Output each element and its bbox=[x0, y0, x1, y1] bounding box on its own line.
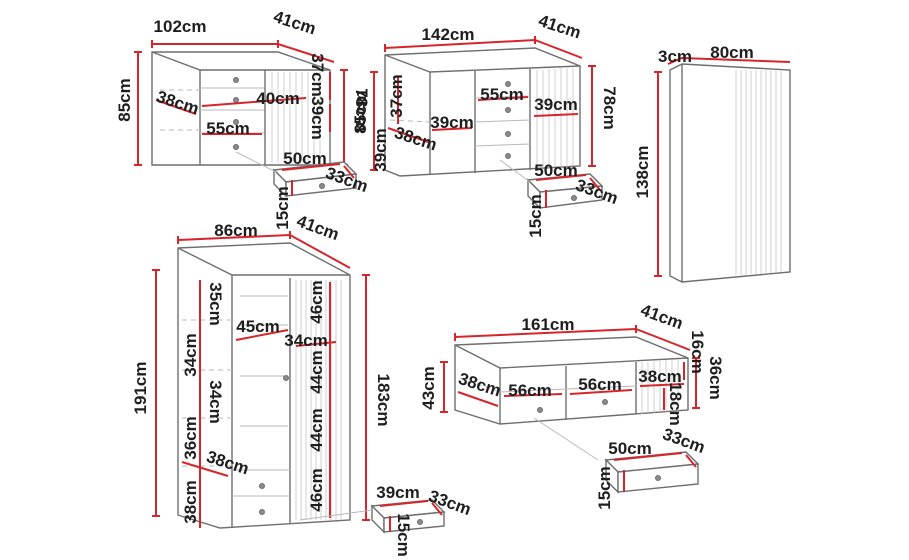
drawer-knob bbox=[505, 153, 511, 159]
cabinet-102-drawer-width-label: 55cm bbox=[206, 119, 249, 138]
drawer-knob bbox=[505, 81, 511, 87]
wardrobe-drawer-height: 15cm bbox=[394, 513, 413, 556]
drawer-knob bbox=[233, 97, 239, 103]
panel-ribs bbox=[735, 70, 782, 275]
cabinet-142-upper-height-label: 37cm bbox=[387, 74, 406, 117]
tv-stand-drawer-width: 50cm bbox=[608, 439, 651, 458]
tv-stand-height-label: 43cm bbox=[419, 366, 438, 409]
cabinet-142-drawer-height: 15cm bbox=[526, 194, 545, 237]
wardrobe-shelf-1-label: 35cm bbox=[206, 282, 225, 325]
wardrobe-shelf-3-label: 34cm bbox=[206, 380, 225, 423]
tv-stand-drawer-1-width-label: 56cm bbox=[508, 381, 551, 400]
drawer-knob bbox=[233, 144, 239, 150]
drawer-leader-line bbox=[299, 509, 373, 521]
cabinet-102-upper-height-label: 37cm bbox=[308, 53, 327, 96]
tv-stand-161cm: 161cm 41cm 43cm 36cm 16cm 38cm 56cm 56cm… bbox=[419, 300, 725, 509]
wardrobe-total-height-label: 191cm bbox=[131, 362, 150, 415]
cabinet-102-inner-height-label: 78cm bbox=[352, 88, 371, 131]
cabinet-142-inner-height-label: 78cm bbox=[600, 86, 619, 129]
drawer-knob bbox=[537, 407, 543, 413]
cabinet-142-height-label: 85cm bbox=[351, 90, 370, 133]
cabinet-102-ribbed-door bbox=[271, 72, 321, 163]
wardrobe-right-4-label: 46cm bbox=[307, 468, 326, 511]
wardrobe-bottom-label: 38cm bbox=[181, 480, 200, 523]
cabinet-142-middle-width-label: 39cm bbox=[430, 113, 473, 132]
tv-stand-drawer-height: 15cm bbox=[595, 466, 614, 509]
drawer-knob bbox=[259, 483, 265, 489]
tv-stand-door-width-label: 38cm bbox=[638, 367, 681, 386]
drawer-knob bbox=[233, 119, 239, 125]
drawer-knob bbox=[505, 107, 511, 113]
cabinet-142-lower-height-label: 39cm bbox=[371, 128, 390, 171]
panel-80cm: 3cm 80cm 138cm bbox=[633, 43, 791, 283]
drawer-knob bbox=[505, 131, 511, 137]
wardrobe-door-width-label: 34cm bbox=[284, 331, 327, 350]
wardrobe-shelf-2-label: 34cm bbox=[181, 333, 200, 376]
cabinet-142cm: 142cm 41cm 85cm 78cm 37cm 39cm 38cm 39cm… bbox=[351, 11, 621, 238]
wardrobe-right-2-label: 44cm bbox=[307, 350, 326, 393]
cabinet-102-depth-label: 41cm bbox=[271, 7, 318, 39]
wardrobe-glass-shelves bbox=[182, 295, 288, 467]
tv-stand-width-label: 161cm bbox=[522, 315, 575, 334]
panel-height-label: 138cm bbox=[633, 146, 652, 199]
wardrobe-depth-label: 41cm bbox=[294, 211, 341, 244]
panel-depth-label: 3cm bbox=[658, 47, 692, 66]
wardrobe-glass-width-label: 45cm bbox=[236, 317, 279, 336]
wardrobe-shelf-4-label: 36cm bbox=[181, 416, 200, 459]
drawer-leader-line bbox=[235, 151, 277, 173]
cabinet-142-door-width-label: 39cm bbox=[534, 95, 577, 114]
drawer-leader-line bbox=[499, 159, 531, 183]
cabinet-102-drawer-width: 50cm bbox=[283, 149, 326, 168]
wardrobe-width-label: 86cm bbox=[214, 221, 257, 240]
tv-stand-drawer-2-width-label: 56cm bbox=[578, 375, 621, 394]
cabinet-142-drawer-width: 50cm bbox=[534, 161, 577, 180]
wardrobe-86cm: 86cm 41cm 191cm 183cm 35cm 34cm 34cm 36c… bbox=[131, 211, 474, 556]
tv-stand-door-height-label: 18cm bbox=[666, 382, 685, 425]
cabinet-102-drawer-height: 15cm bbox=[273, 186, 292, 229]
door-handle bbox=[283, 375, 289, 381]
wardrobe-inner-height-label: 183cm bbox=[374, 374, 393, 427]
cabinet-102-width-label: 102cm bbox=[154, 17, 207, 36]
wardrobe-drawer-width: 39cm bbox=[376, 483, 419, 502]
cabinet-102-door-depth-label: 40cm bbox=[256, 89, 299, 108]
cabinet-102-height-label: 85cm bbox=[115, 78, 134, 121]
cabinet-142-drawer-width-label: 55cm bbox=[480, 85, 523, 104]
cabinet-102-lower-height-label: 39cm bbox=[308, 96, 327, 139]
cabinet-142-ribbed-door bbox=[536, 68, 574, 168]
tv-stand-top-gap-label: 16cm bbox=[688, 330, 707, 373]
tv-stand-depth-label: 41cm bbox=[638, 300, 685, 333]
wardrobe-right-3-label: 44cm bbox=[307, 408, 326, 451]
drawer-knob bbox=[602, 399, 608, 405]
drawer-knob bbox=[233, 77, 239, 83]
cabinet-142-width-label: 142cm bbox=[422, 25, 475, 44]
cabinet-102cm: 102cm 41cm 85cm 78cm 38cm 40cm 37cm 39cm… bbox=[115, 7, 371, 230]
wardrobe-right-1-label: 46cm bbox=[307, 280, 326, 323]
panel-width-label: 80cm bbox=[710, 43, 753, 62]
cabinet-142-depth-label: 41cm bbox=[536, 11, 583, 43]
drawer-knob bbox=[259, 509, 265, 515]
tv-stand-inner-height-label: 36cm bbox=[706, 356, 725, 399]
